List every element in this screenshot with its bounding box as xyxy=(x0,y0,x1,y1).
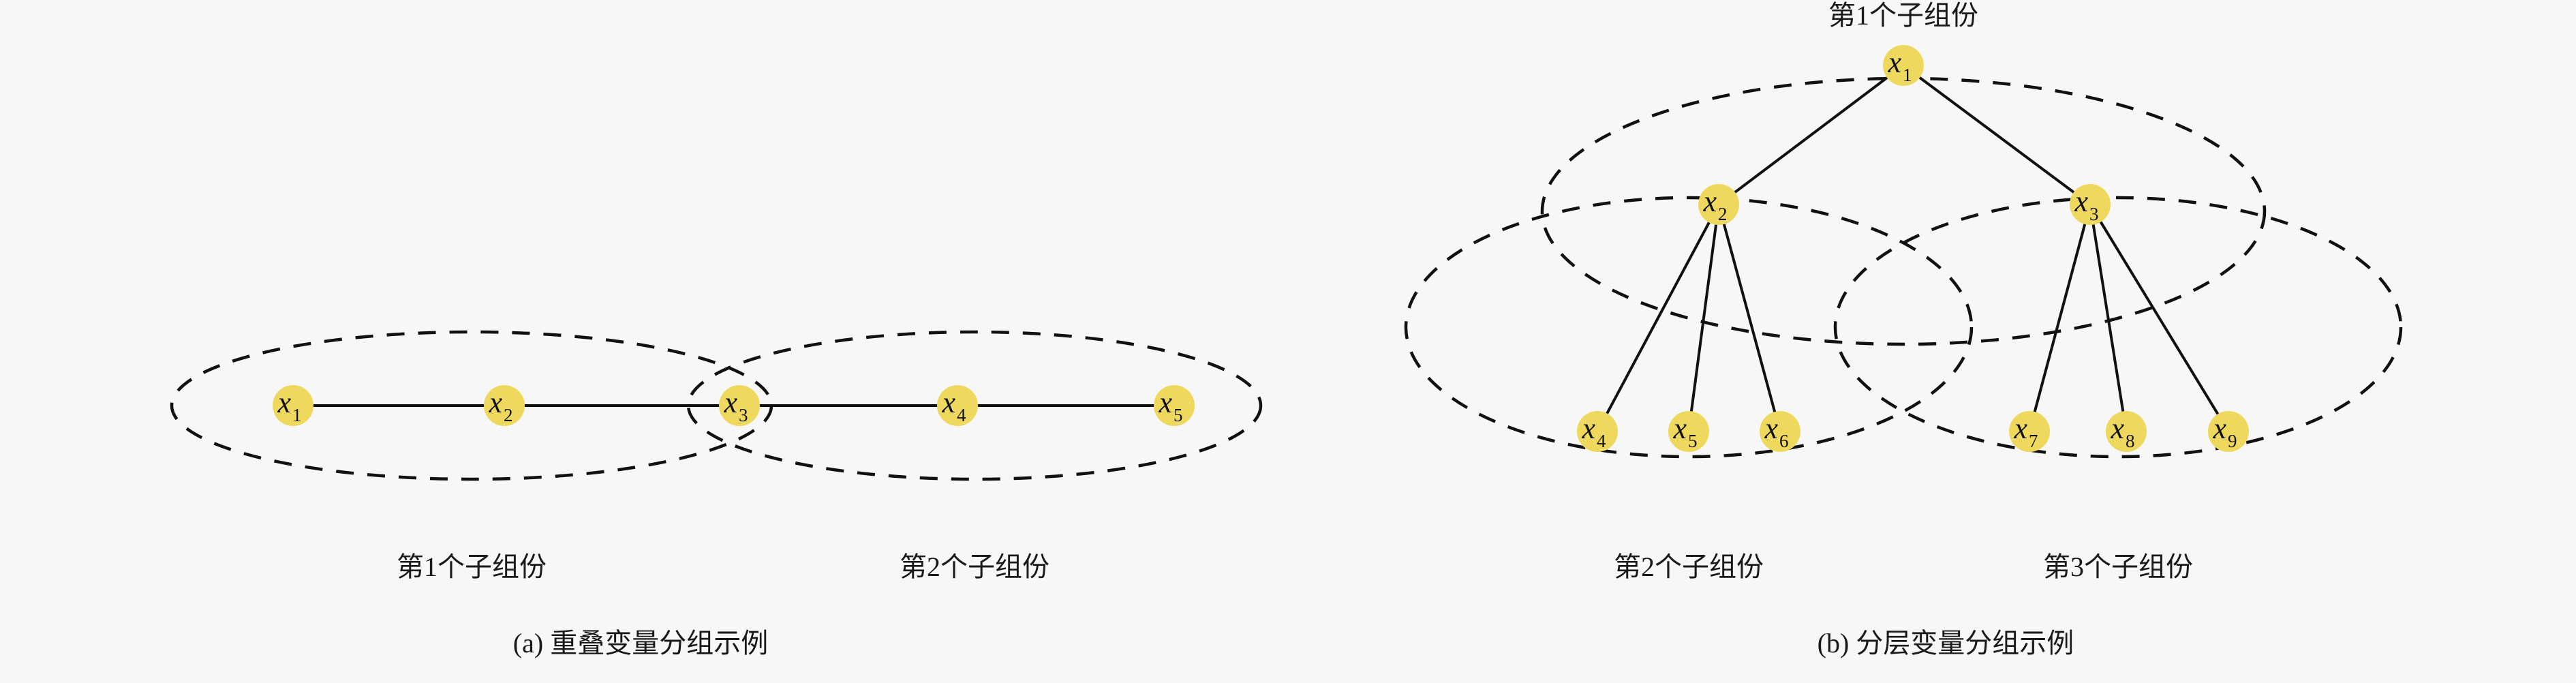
node-subscript: 6 xyxy=(1779,431,1789,451)
edge-b3-b8 xyxy=(2091,222,2125,414)
node-subscript: 3 xyxy=(2089,204,2099,224)
group-b-1-label: 第1个子组份 xyxy=(1828,0,1978,31)
node-x1[interactable]: x1 xyxy=(1883,45,1924,86)
node-circle-x5 xyxy=(1154,385,1195,426)
node-subscript: 7 xyxy=(2029,431,2038,451)
edge-b2-b6 xyxy=(1722,222,1777,414)
node-circle-x1 xyxy=(273,385,313,426)
node-x3[interactable]: x3 xyxy=(719,385,760,426)
panel-a-caption: (a) 重叠变量分组示例 xyxy=(513,628,768,658)
group-b-2-ellipse xyxy=(1404,196,1974,459)
node-circle-x2 xyxy=(1698,184,1739,225)
edge-b3-b9 xyxy=(2098,219,2220,417)
node-x4[interactable]: x4 xyxy=(937,385,978,426)
node-circle-x6 xyxy=(1760,411,1800,452)
node-subscript: 1 xyxy=(1903,65,1912,85)
node-x2[interactable]: x2 xyxy=(484,385,525,426)
node-circle-x8 xyxy=(2106,411,2147,452)
node-circle-x4 xyxy=(937,385,978,426)
group-b-3-ellipse xyxy=(1833,196,2403,459)
node-subscript: 5 xyxy=(1174,405,1183,425)
node-x6[interactable]: x6 xyxy=(1760,411,1800,452)
node-label-x7: x7 xyxy=(2013,412,2038,451)
panel-b-caption: (b) 分层变量分组示例 xyxy=(1818,628,2074,658)
group-b-2-label: 第2个子组份 xyxy=(1614,551,1764,582)
node-subscript: 4 xyxy=(957,405,966,425)
group-a-2-label: 第2个子组份 xyxy=(900,551,1049,582)
node-subscript: 2 xyxy=(504,405,513,425)
group-b-1-ellipse xyxy=(1540,76,2267,346)
node-x2[interactable]: x2 xyxy=(1698,184,1739,225)
edge-b2-b5 xyxy=(1689,222,1718,414)
edge-b1-b2 xyxy=(1732,75,1890,195)
node-x1[interactable]: x1 xyxy=(273,385,313,426)
node-subscript: 4 xyxy=(1597,431,1606,451)
node-x5[interactable]: x5 xyxy=(1154,385,1195,426)
node-subscript: 5 xyxy=(1688,431,1698,451)
group-a-1-label: 第1个子组份 xyxy=(397,551,547,582)
node-subscript: 1 xyxy=(292,405,302,425)
node-circle-x3 xyxy=(2070,184,2111,225)
panel-b-edges xyxy=(1605,75,2220,417)
node-x9[interactable]: x9 xyxy=(2208,411,2249,452)
node-circle-x2 xyxy=(484,385,525,426)
node-label-x3: x3 xyxy=(723,386,748,425)
panel-a-nodes: x1 x2 x3 x4 x5 xyxy=(273,385,1195,426)
panel-a: x1 x2 x3 x4 x5 第1个子组份 第2个子组份 (a) 重叠变量分组示例 xyxy=(170,330,1263,658)
node-subscript: 3 xyxy=(739,405,748,425)
node-x8[interactable]: x8 xyxy=(2106,411,2147,452)
node-subscript: 2 xyxy=(1718,204,1728,224)
node-x7[interactable]: x7 xyxy=(2009,411,2050,452)
node-x4[interactable]: x4 xyxy=(1577,411,1618,452)
edge-b2-b4 xyxy=(1605,219,1711,416)
node-circle-x3 xyxy=(719,385,760,426)
node-circle-x4 xyxy=(1577,411,1618,452)
node-subscript: 9 xyxy=(2228,431,2237,451)
node-x3[interactable]: x3 xyxy=(2070,184,2111,225)
node-label-x1: x1 xyxy=(1887,46,1912,85)
panel-b-nodes: x1 x2 x3 x4 x5 x6 x7 x8 x9 xyxy=(1577,45,2249,452)
group-a-2-ellipse xyxy=(686,330,1263,481)
node-circle-x5 xyxy=(1668,411,1709,452)
edge-b3-b7 xyxy=(2033,222,2087,414)
node-x5[interactable]: x5 xyxy=(1668,411,1709,452)
group-b-3-label: 第3个子组份 xyxy=(2043,551,2193,582)
panel-b-groups xyxy=(1404,76,2403,459)
node-circle-x7 xyxy=(2009,411,2050,452)
node-circle-x9 xyxy=(2208,411,2249,452)
node-circle-x1 xyxy=(1883,45,1924,86)
edge-b1-b3 xyxy=(1917,75,2076,195)
node-subscript: 8 xyxy=(2126,431,2135,451)
